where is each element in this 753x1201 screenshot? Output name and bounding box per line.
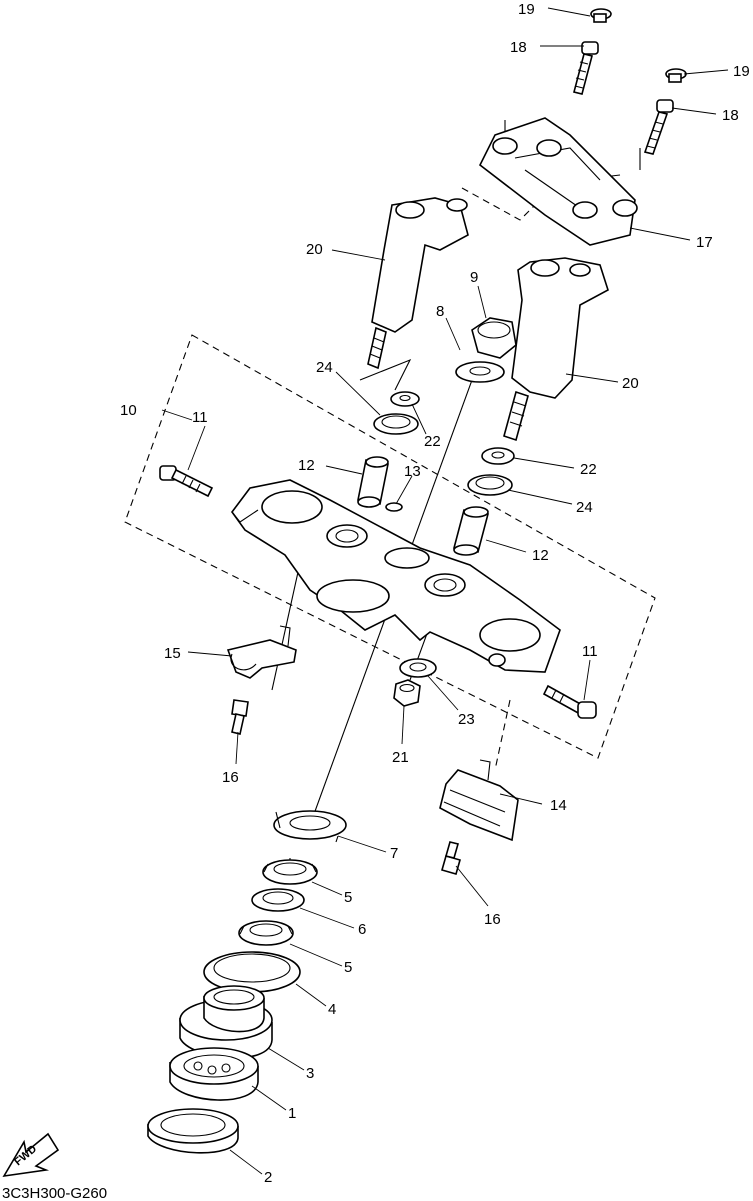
callout-1: 1 [288,1105,296,1122]
damper-24-right[interactable] [467,474,513,496]
bolt-16-left[interactable] [231,699,249,735]
callout-19-top: 19 [518,1,535,18]
callout-leader-lines [161,7,729,1175]
bolt-18-right[interactable] [643,99,674,155]
callout-11-right: 11 [582,643,598,660]
handlebar-lower-holder-20-left[interactable] [367,197,469,370]
washer-22-right[interactable] [481,447,515,465]
callout-21: 21 [392,749,409,766]
callout-16-left: 16 [222,769,239,786]
callout-13: 13 [404,463,421,480]
callout-18-left: 18 [510,39,527,56]
callout-24-left: 24 [316,359,333,376]
o-ring-13[interactable] [385,502,403,512]
bolt-16-right[interactable] [441,841,461,875]
handlebar-lower-holder-20-right[interactable] [503,257,609,442]
callout-4: 4 [328,1001,336,1018]
washer-8[interactable] [455,361,505,383]
assembly-group-outline [124,334,656,759]
bearing-cover-4[interactable] [203,951,301,993]
cable-clamp-14[interactable] [439,759,519,842]
callout-12-right: 12 [532,547,549,564]
callout-18-right: 18 [722,107,739,124]
handlebar-upper-holder-17[interactable] [478,117,638,246]
washer-23[interactable] [399,658,437,678]
pinch-bolt-11-left[interactable] [159,465,214,498]
bearing-1[interactable] [169,1047,259,1101]
nut-21[interactable] [393,679,421,707]
steering-stem-nut-9[interactable] [471,317,517,359]
ring-nut-5-lower[interactable] [238,920,294,946]
callout-16-right: 16 [484,911,501,928]
callout-10: 10 [120,402,137,419]
callout-5-lower: 5 [344,959,352,976]
cap-19-right[interactable] [665,68,687,83]
callout-3: 3 [306,1065,314,1082]
ring-nut-5-upper[interactable] [262,858,318,885]
callout-20-right: 20 [622,375,639,392]
callout-19-right: 19 [733,63,750,80]
upper-bracket-10[interactable] [231,479,561,673]
callout-8: 8 [436,303,444,320]
callout-2: 2 [264,1169,272,1186]
callout-labels: 19 18 19 18 17 20 9 8 24 20 10 11 22 12 … [120,1,750,1186]
bearing-3[interactable] [179,985,273,1059]
callout-17: 17 [696,234,713,251]
rubber-washer-6[interactable] [251,888,305,912]
callout-5-upper: 5 [344,889,352,906]
callout-15: 15 [164,645,181,662]
callout-20-left: 20 [306,241,323,258]
pinch-bolt-11-right[interactable] [542,684,597,719]
callout-11-left: 11 [192,409,208,426]
bolt-18-left[interactable] [573,41,599,95]
cable-clamp-15[interactable] [226,625,297,679]
collar-12-right[interactable] [453,506,489,556]
callout-7: 7 [390,845,398,862]
callout-12-left: 12 [298,457,315,474]
callout-14: 14 [550,797,567,814]
callout-24-right: 24 [576,499,593,516]
callout-22-left: 22 [424,433,441,450]
collar-12-left[interactable] [357,456,389,508]
callout-9: 9 [470,269,478,286]
cap-19-top[interactable] [590,8,612,23]
washer-22-left[interactable] [390,391,420,407]
callout-6: 6 [358,921,366,938]
dust-seal-2[interactable] [147,1108,239,1154]
damper-24-left[interactable] [373,413,419,435]
callout-23: 23 [458,711,475,728]
forward-direction-arrow: FWD [2,1132,60,1178]
diagram-code: 3C3H300-G260 [2,1185,107,1201]
lock-washer-7[interactable] [273,810,347,843]
callout-22-right: 22 [580,461,597,478]
